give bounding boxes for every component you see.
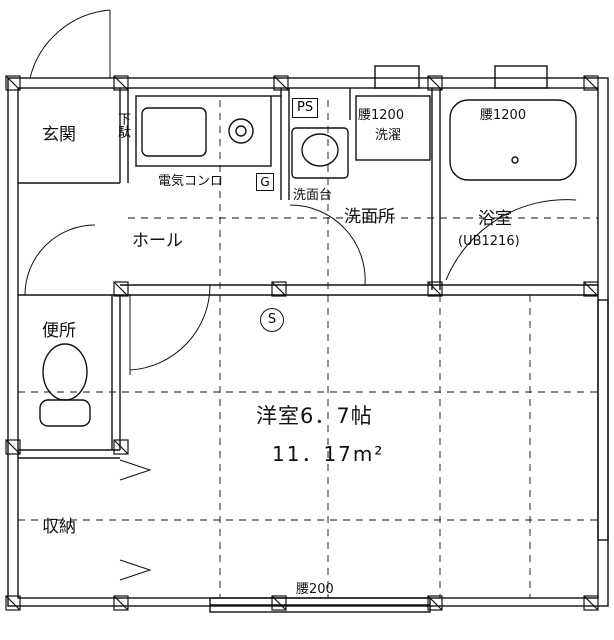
window-top-2 [494,65,548,89]
window-right [597,299,609,541]
sink [141,107,207,157]
label-main-room: 洋室6．7帖 [256,404,373,428]
label-hall: ホール [132,231,183,251]
hall-door-swing [129,284,211,371]
meter-mark: S [260,308,284,332]
label-washer-sill: 腰1200 [358,108,405,123]
label-bath-sill: 腰1200 [480,108,527,123]
washer-area [355,95,431,161]
label-basin: 洗面台 [293,188,333,203]
washroom-door-swing [289,204,366,286]
label-ps: PS [292,98,319,118]
window-top-1 [374,65,420,89]
label-stove-mark: G [256,173,274,191]
toilet-door-swing [24,224,96,296]
label-bathroom: 浴室 [478,209,512,229]
label-storage: 収納 [42,517,76,537]
bath-door-swing [445,199,577,281]
label-washroom: 洗面所 [344,207,395,227]
entrance-door-swing [29,9,111,79]
label-stove: 電気コンロ [158,174,224,189]
stove-burner [228,118,254,144]
label-toilet: 便所 [42,321,76,341]
label-window-sill: 腰200 [296,582,334,597]
label-entrance: 玄関 [42,125,76,145]
label-main-area: 11．17m² [272,442,385,466]
outer-wall [7,77,609,607]
storage-folding-door [119,459,152,581]
bathtub [449,99,577,181]
kitchen-counter [135,95,272,167]
label-shoe-box: 下駄 [115,112,130,138]
washbasin [291,127,349,179]
label-washer: 洗濯 [375,128,402,143]
label-bath-unit: (UB1216) [458,234,520,249]
